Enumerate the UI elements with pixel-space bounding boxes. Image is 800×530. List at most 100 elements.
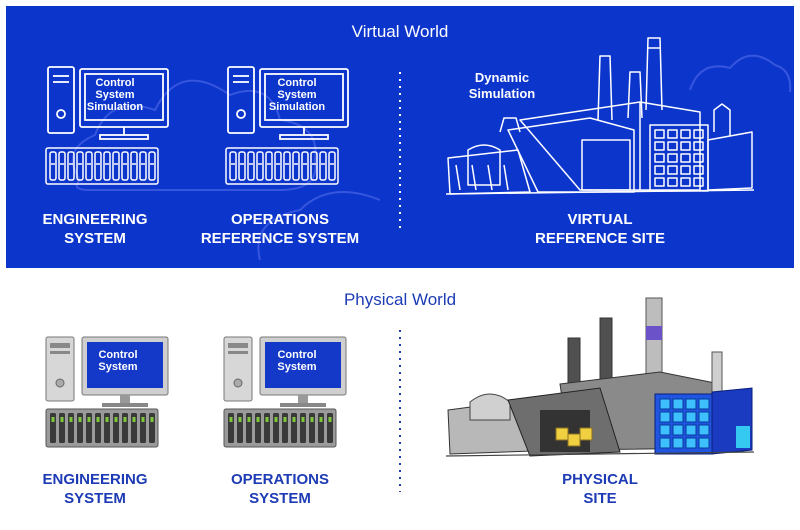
door xyxy=(581,139,631,191)
monitor-stand xyxy=(120,395,130,403)
server-led xyxy=(87,417,91,422)
monitor-screen xyxy=(265,342,341,388)
crate xyxy=(555,427,569,441)
physical-engineering-label: ENGINEERING SYSTEM xyxy=(42,471,148,507)
power-button xyxy=(55,378,65,388)
server-led xyxy=(319,417,323,422)
window xyxy=(654,153,665,163)
tower xyxy=(227,66,255,134)
monitor-screen xyxy=(87,342,163,388)
server-led xyxy=(60,417,64,422)
drive-bay xyxy=(228,351,248,354)
virtual-world-title: Virtual World xyxy=(351,22,449,41)
window xyxy=(680,165,691,175)
server-led xyxy=(229,417,233,422)
monitor-base xyxy=(99,134,149,140)
physical-site-label: PHYSICAL SITE xyxy=(562,471,638,507)
server-led xyxy=(328,417,332,422)
window xyxy=(672,411,684,423)
window xyxy=(680,153,691,163)
window xyxy=(667,153,678,163)
main-block xyxy=(519,101,701,191)
window xyxy=(698,424,710,436)
window xyxy=(659,437,671,449)
server-rack xyxy=(45,147,159,185)
server-blade xyxy=(301,151,309,181)
drive-bay xyxy=(50,351,70,354)
window xyxy=(654,177,665,187)
server-led xyxy=(105,417,109,422)
chimney xyxy=(645,37,663,111)
server-blade xyxy=(121,151,129,181)
virtual-operations-screen-text: Control System Simulation xyxy=(268,77,326,113)
physical-operations-label: OPERATIONS SYSTEM xyxy=(230,471,330,507)
physical-operations-server-icon xyxy=(223,408,337,448)
server-led xyxy=(256,417,260,422)
server-blade xyxy=(229,151,237,181)
virtual-engineering-workstation-icon xyxy=(47,66,169,140)
window xyxy=(685,437,697,449)
tank xyxy=(711,351,723,397)
monitor-screen xyxy=(264,73,344,121)
drive-bay xyxy=(228,343,248,348)
server-blade xyxy=(310,151,318,181)
cloud xyxy=(689,54,792,93)
server-led xyxy=(283,417,287,422)
server-led xyxy=(265,417,269,422)
server-led xyxy=(51,417,55,422)
window xyxy=(667,177,678,187)
server-blade xyxy=(76,151,84,181)
window xyxy=(672,424,684,436)
server-led xyxy=(247,417,251,422)
virtual-operations-server-icon xyxy=(225,147,339,185)
physical-world-title: Physical World xyxy=(343,290,457,309)
annex-line xyxy=(471,164,477,191)
chimney-band xyxy=(646,326,662,340)
server-blade xyxy=(247,151,255,181)
server-blade xyxy=(85,151,93,181)
server-blade xyxy=(49,151,57,181)
right-window xyxy=(736,426,750,448)
server-blade xyxy=(67,151,75,181)
server-blade xyxy=(283,151,291,181)
annex-line xyxy=(487,164,493,191)
tower xyxy=(47,66,75,134)
server-led xyxy=(69,417,73,422)
left-tank xyxy=(469,393,511,421)
power-button xyxy=(233,378,243,388)
window xyxy=(680,141,691,151)
physical-engineering-screen-text: Control System xyxy=(98,349,138,373)
server-led xyxy=(292,417,296,422)
server-led xyxy=(238,417,242,422)
small-chimney xyxy=(499,117,521,133)
annex-line xyxy=(455,164,461,191)
window xyxy=(693,165,704,175)
monitor-stand xyxy=(298,395,308,403)
silo xyxy=(713,103,731,136)
server-led xyxy=(132,417,136,422)
crate xyxy=(567,433,581,447)
window xyxy=(672,398,684,410)
monitor-base xyxy=(279,134,329,140)
power-button xyxy=(236,109,246,119)
window xyxy=(698,437,710,449)
window xyxy=(680,177,691,187)
server-blade xyxy=(112,151,120,181)
left-annex xyxy=(447,149,531,195)
virtual-engineering-screen-text: Control System Simulation xyxy=(86,77,144,113)
server-led xyxy=(141,417,145,422)
server-blade xyxy=(292,151,300,181)
server-led xyxy=(310,417,314,422)
server-blade xyxy=(256,151,264,181)
window xyxy=(698,411,710,423)
annex-line xyxy=(503,164,509,191)
server-blade xyxy=(139,151,147,181)
dynamic-simulation-annotation: Dynamic Simulation xyxy=(468,70,536,101)
server-blade xyxy=(103,151,111,181)
window xyxy=(693,177,704,187)
window xyxy=(667,141,678,151)
server-led xyxy=(123,417,127,422)
window xyxy=(685,411,697,423)
server-led xyxy=(114,417,118,422)
